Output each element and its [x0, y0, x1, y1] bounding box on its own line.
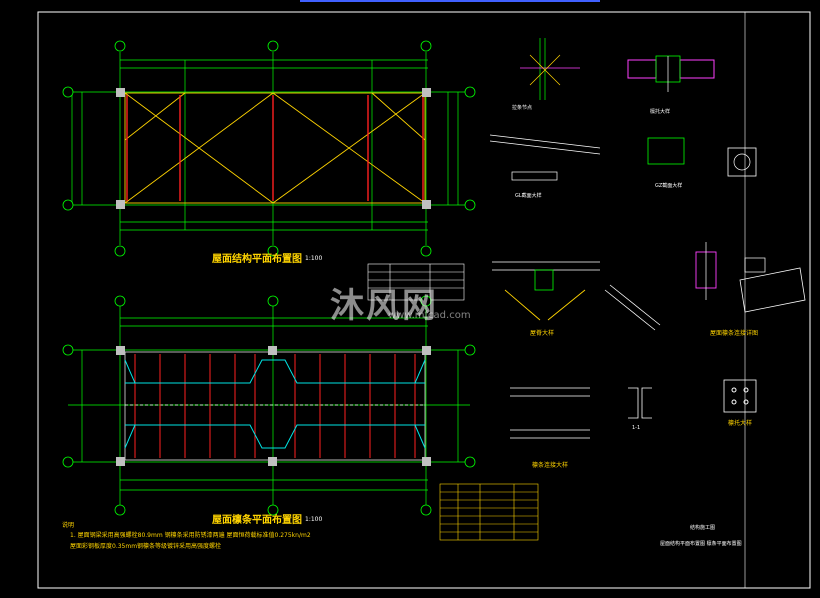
notes-line-1: 1. 屋面钢梁采用高强螺栓80.9mm 钢檩条采用防锈漆两遍 屋面恒荷载标准值0…	[70, 532, 311, 539]
drawing-border	[37, 11, 811, 589]
roof-structure-title: 屋面结构平面布置图	[212, 254, 302, 265]
detail-label-beam-end: 屋面檩条连接详图	[710, 330, 759, 337]
detail-tie-rod	[489, 38, 601, 181]
material-table-1	[367, 263, 465, 301]
purlin-plan-title: 屋面檩条平面布置图	[212, 515, 302, 526]
purlin-plan	[62, 295, 476, 516]
detail-label-purlin-support: 檩托大样	[650, 109, 671, 115]
watermark-logo: 沐风网	[330, 286, 438, 326]
detail-label-section-11: 1-1	[632, 425, 641, 431]
material-table-2	[439, 483, 539, 541]
detail-purlin-support	[627, 55, 757, 177]
watermark-url: www.mfcad.com	[388, 310, 471, 321]
notes-header: 说明	[62, 522, 75, 529]
roof-structure-scale: 1:100	[305, 255, 323, 262]
title-block-line-2: 屋面结构平面布置图 檩条平面布置图	[660, 541, 742, 547]
purlin-plan-scale: 1:100	[305, 516, 323, 523]
notes-line-2: 屋面彩钢板厚度0.35mm钢檩条等级镀锌采用高强度螺栓	[70, 543, 222, 550]
detail-label-brace: 檩托大样	[728, 420, 753, 427]
detail-beam-end	[695, 242, 806, 313]
detail-ridge	[492, 261, 661, 331]
detail-label-tie-rod: 拉条节点	[512, 105, 533, 111]
detail-purlin-joint	[510, 379, 757, 439]
detail-label-gz: GZ截面大样	[655, 183, 683, 189]
detail-label-ridge: 屋脊大样	[530, 330, 555, 337]
title-block-line-1: 结构施工图	[690, 525, 716, 531]
roof-structure-plan	[62, 40, 476, 257]
detail-label-gl: GL截面大样	[515, 193, 542, 199]
detail-label-purlin-joint: 檩条连接大样	[532, 462, 569, 469]
